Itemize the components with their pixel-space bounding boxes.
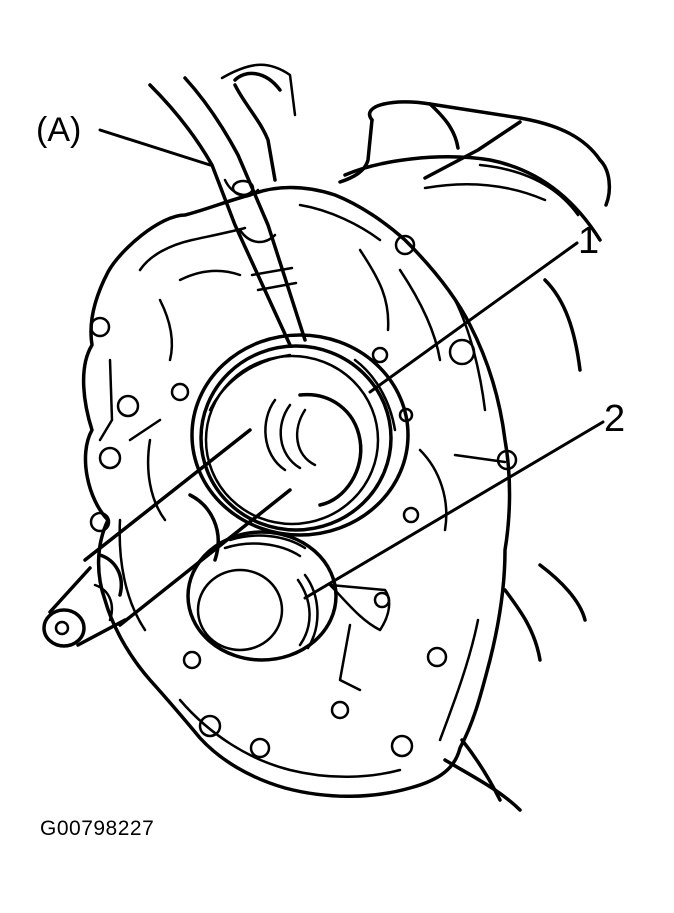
leader-line-a [98, 128, 212, 167]
callout-label-1: 1 [578, 220, 600, 262]
callout-label-2: 2 [604, 398, 626, 440]
leader-line-1 [368, 241, 579, 394]
figure-id: G00798227 [40, 817, 155, 840]
seal-puller-tool [148, 76, 307, 347]
transmission-housing [220, 63, 612, 812]
pump-drive-gear [186, 530, 338, 662]
callout-label-a: (A) [36, 111, 82, 149]
pump-cover-plate [81, 185, 518, 798]
leader-line-2 [303, 420, 605, 600]
oil-seal [190, 333, 410, 537]
